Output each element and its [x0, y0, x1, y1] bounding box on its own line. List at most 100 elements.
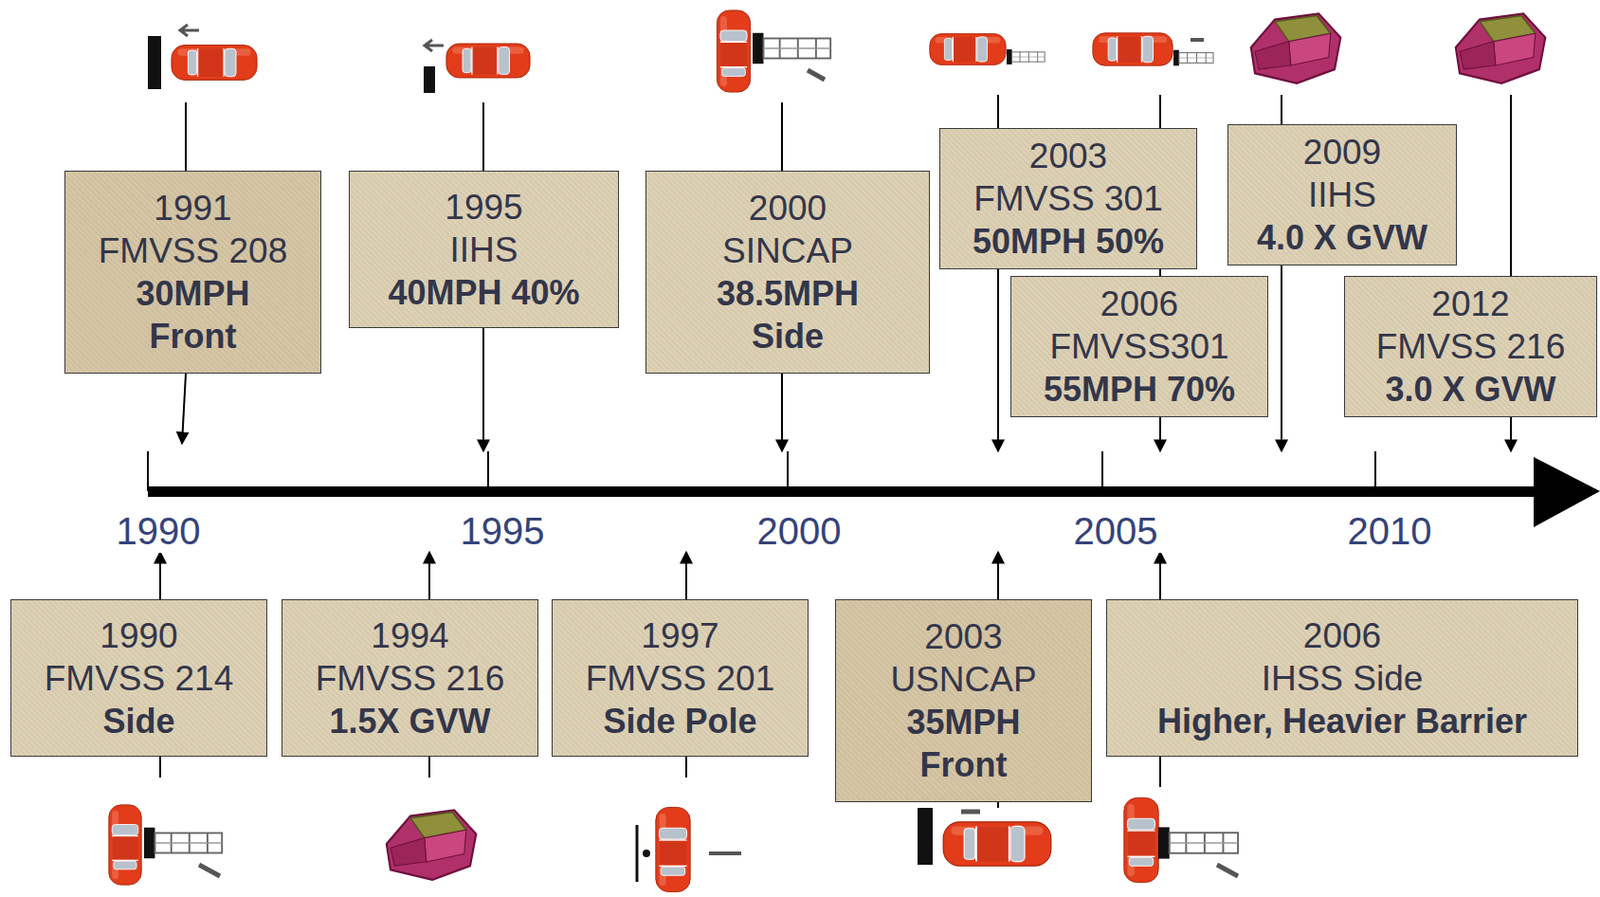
standard-name: SINCAP: [722, 229, 854, 273]
standard-name: IHSS Side: [1261, 656, 1424, 700]
illustration-part: [147, 36, 162, 90]
standard-box: 2006IHSS SideHigher, Heavier Barrier: [1106, 599, 1579, 757]
side-pole-icon: [636, 806, 742, 891]
year-label: 1990: [99, 614, 178, 657]
standard-name: FMVSS 216: [1376, 325, 1565, 368]
standard-box: 2006FMVSS30155MPH 70%: [1010, 275, 1269, 418]
standard-box: 2000SINCAP38.5MPHSide: [645, 170, 930, 374]
standard-box: 2012FMVSS 2163.0 X GVW: [1344, 275, 1598, 418]
year-label: 2006: [1100, 282, 1179, 326]
year-label: 2009: [1303, 130, 1382, 174]
rear-impact-icon: [929, 34, 1045, 66]
illustration-part: [184, 102, 187, 171]
test-spec: 55MPH 70%: [1043, 367, 1236, 411]
axis-year: 1995: [456, 509, 549, 553]
standard-name: FMVSS301: [1049, 325, 1229, 368]
axis-arrowhead: [1533, 456, 1600, 528]
timeline-axis: [147, 486, 1542, 497]
standard-box: 2009IIHS4.0 X GVW: [1227, 124, 1457, 266]
axis-year: 2005: [1070, 509, 1163, 553]
test-spec: Higher, Heavier Barrier: [1157, 699, 1528, 743]
test-spec: 4.0 X GVW: [1256, 216, 1428, 259]
illustration-part: [786, 451, 789, 491]
standard-box: 1995IIHS40MPH 40%: [348, 170, 619, 328]
standard-box: 1991FMVSS 20830MPHFront: [64, 170, 322, 374]
illustration-part: [636, 824, 639, 882]
illustration-part: [446, 43, 530, 78]
roof-crush-icon: [386, 809, 477, 880]
test-spec: 1.5X GVW: [328, 699, 491, 743]
side-impact-icon: [1124, 797, 1238, 882]
test-spec: Front: [149, 314, 237, 358]
standard-name: IIHS: [1308, 173, 1377, 217]
year-label: 1997: [640, 614, 719, 657]
standard-box: 2003FMVSS 30150MPH 50%: [939, 127, 1198, 270]
illustration-part: [642, 849, 651, 857]
test-spec: Side: [751, 314, 824, 358]
illustration-part: [424, 39, 444, 52]
illustration-part: [199, 864, 220, 876]
side-impact-icon: [109, 804, 222, 885]
side-impact-icon: [716, 10, 831, 92]
illustration-part: [917, 807, 933, 865]
illustration-part: [423, 66, 436, 93]
frontal-barrier-icon: [147, 24, 257, 90]
year-label: 1991: [153, 186, 232, 230]
test-spec: 3.0 X GVW: [1384, 367, 1556, 411]
illustration-part: [1006, 49, 1045, 65]
standard-name: FMVSS 208: [98, 229, 288, 273]
illustration-part: [929, 34, 1006, 66]
illustration-part: [1092, 33, 1173, 66]
standard-name: FMVSS 201: [585, 656, 775, 700]
illustration-part: [752, 33, 831, 64]
illustration-part: [386, 809, 477, 880]
year-label: 1994: [370, 614, 449, 657]
standard-name: FMVSS 216: [315, 656, 505, 700]
year-label: 2003: [1029, 134, 1108, 178]
illustration-part: [180, 24, 200, 37]
standard-name: USNCAP: [890, 657, 1037, 701]
standard-box: 2003USNCAP35MPHFront: [835, 599, 1092, 802]
year-label: 1995: [444, 185, 523, 229]
axis-year: 2000: [753, 509, 846, 553]
illustration-part: [1173, 50, 1214, 67]
standard-name: IIHS: [450, 228, 519, 272]
test-spec: Side: [102, 699, 175, 743]
test-spec: 40MPH 40%: [387, 271, 580, 314]
illustration-part: [716, 10, 750, 92]
illustration-part: [1190, 37, 1204, 42]
test-spec: Front: [920, 743, 1008, 786]
illustration-part: [807, 70, 825, 80]
tick-marks: [147, 451, 1376, 491]
test-spec: 30MPH: [135, 272, 250, 315]
illustration-part: [144, 827, 222, 858]
illustration-part: [943, 821, 1052, 866]
illustration-part: [1101, 451, 1104, 491]
illustration-part: [1217, 864, 1238, 876]
standard-box: 1997FMVSS 201Side Pole: [551, 599, 809, 757]
illustration-part: [181, 373, 186, 444]
standard-box: 1994FMVSS 2161.5X GVW: [281, 599, 539, 757]
illustration-part: [961, 809, 981, 815]
illustration-part: [655, 806, 691, 891]
illustration-part: [171, 45, 257, 81]
illustration-part: [487, 451, 490, 491]
illustration-part: [1455, 13, 1546, 84]
year-label: 2012: [1431, 282, 1510, 326]
standard-box: 1990FMVSS 214Side: [10, 599, 268, 757]
illustration-part: [1124, 797, 1159, 882]
standard-name: FMVSS 301: [973, 177, 1163, 220]
test-spec: Side Pole: [602, 699, 757, 743]
rear-impact-icon: [1092, 33, 1214, 67]
axis-year: 2010: [1344, 509, 1437, 553]
axis-year: 1990: [112, 509, 205, 553]
test-spec: 35MPH: [906, 700, 1020, 744]
roof-crush-icon: [1455, 13, 1546, 84]
test-spec: 38.5MPH: [716, 272, 859, 315]
illustration-part: [1251, 13, 1342, 84]
illustration-part: [709, 851, 742, 855]
frontal-barrier-icon: [917, 807, 1052, 866]
illustration-part: [1374, 451, 1377, 491]
illustration-part: [1158, 826, 1238, 858]
illustration-part: [109, 804, 142, 885]
